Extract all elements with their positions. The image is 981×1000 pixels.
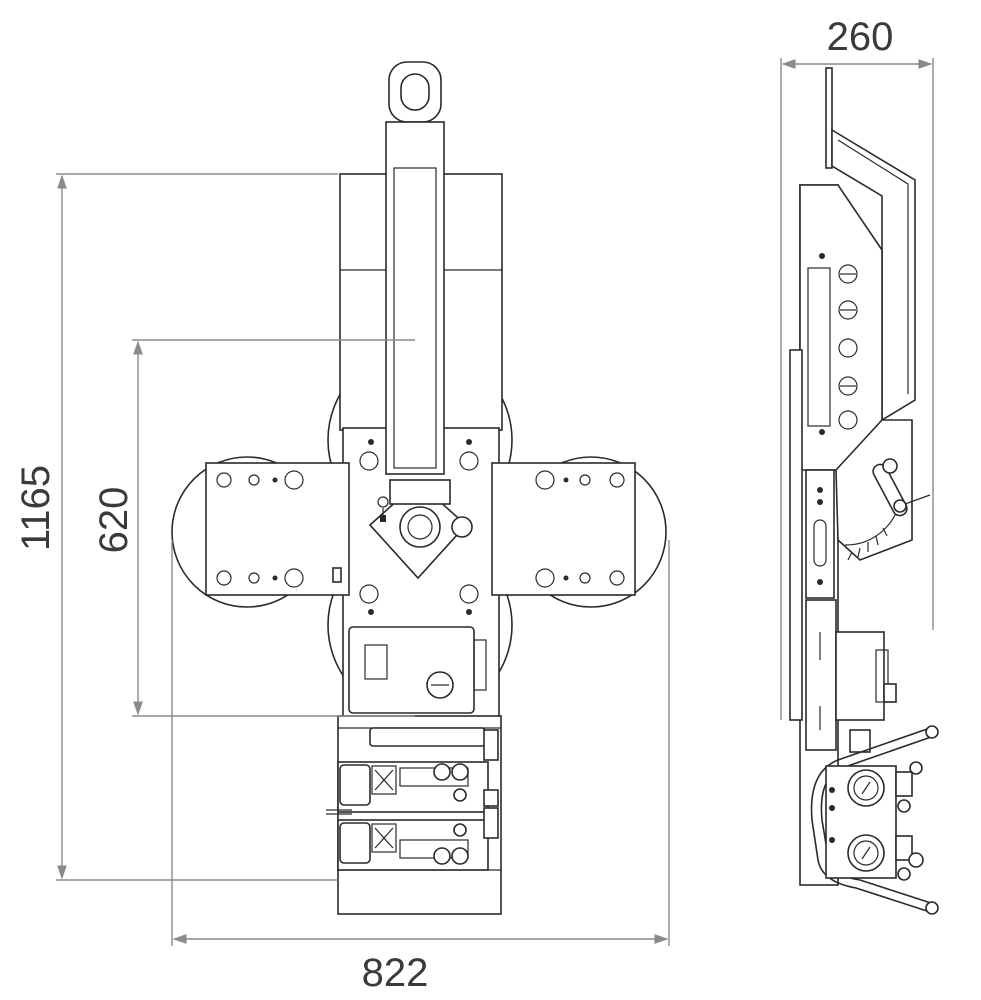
lower-frame	[337, 715, 502, 915]
dimension-overall-width-label: 822	[362, 951, 429, 995]
side-plate-right	[491, 462, 636, 596]
valve-unit-2	[337, 807, 499, 871]
dimension-pad-distance: 620	[92, 339, 415, 717]
side-view	[789, 67, 939, 915]
dimension-pad-distance-label: 620	[92, 487, 136, 554]
lifting-arm	[385, 121, 445, 475]
dimension-depth: 260	[780, 15, 934, 720]
valve-housing	[348, 626, 475, 714]
dimension-overall-width: 822	[171, 540, 670, 995]
front-view	[171, 61, 667, 915]
dimension-depth-label: 260	[827, 15, 894, 59]
dimension-overall-height-label: 1165	[14, 465, 58, 551]
side-plate-left	[205, 462, 350, 596]
dimension-overall-height: 1165	[14, 173, 338, 881]
valve-unit-1	[337, 729, 499, 813]
